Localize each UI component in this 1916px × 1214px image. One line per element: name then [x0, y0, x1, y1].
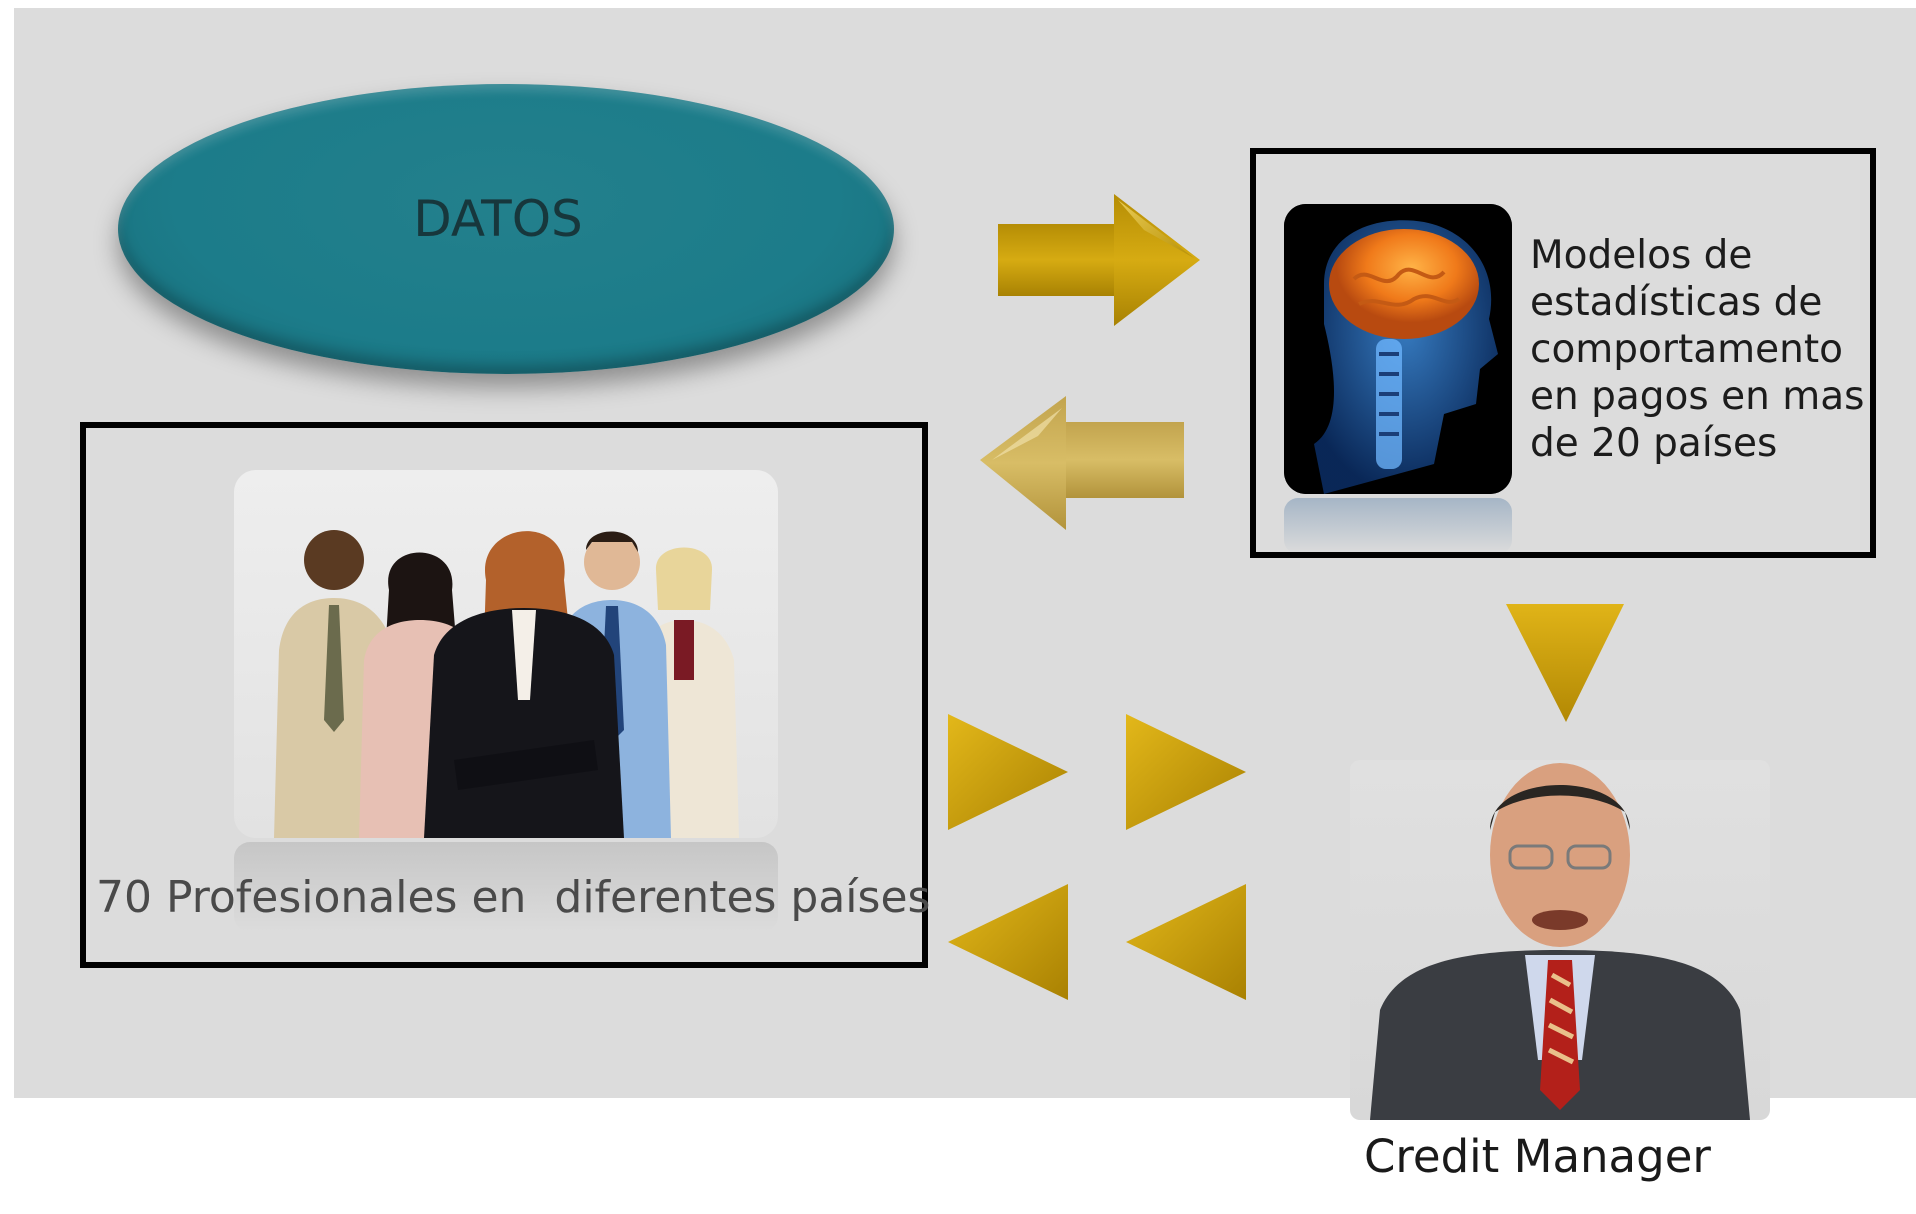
models-box: [1250, 148, 1876, 558]
models-line-3: comportamento: [1530, 327, 1843, 372]
credit-manager-image: [1350, 760, 1770, 1120]
business-team-reflection: [234, 842, 778, 932]
triangle-left-1: [948, 884, 1068, 1000]
professionals-caption: 70 Profesionales en diferentes países: [96, 872, 931, 923]
brain-xray-image: [1284, 204, 1512, 494]
professionals-box: [80, 422, 928, 968]
arrow-down-to-manager: [1506, 604, 1624, 722]
models-line-5: de 20 países: [1530, 421, 1778, 466]
models-line-1: Modelos de: [1530, 233, 1753, 278]
triangle-left-2: [1126, 884, 1246, 1000]
datos-ellipse: [118, 84, 894, 374]
datos-label: DATOS: [413, 190, 583, 248]
triangle-right-1: [948, 714, 1068, 830]
models-line-4: en pagos en mas: [1530, 374, 1865, 419]
triangle-right-2: [1126, 714, 1246, 830]
business-team-image: [234, 470, 778, 838]
models-description: Modelos de estadísticas de comportamento…: [1530, 232, 1876, 467]
arrow-right-to-models: [998, 194, 1200, 326]
credit-manager-caption: Credit Manager: [1364, 1130, 1711, 1183]
arrow-left-to-people: [980, 396, 1184, 530]
models-line-2: estadísticas de: [1530, 280, 1823, 325]
brain-image-reflection: [1284, 498, 1512, 554]
